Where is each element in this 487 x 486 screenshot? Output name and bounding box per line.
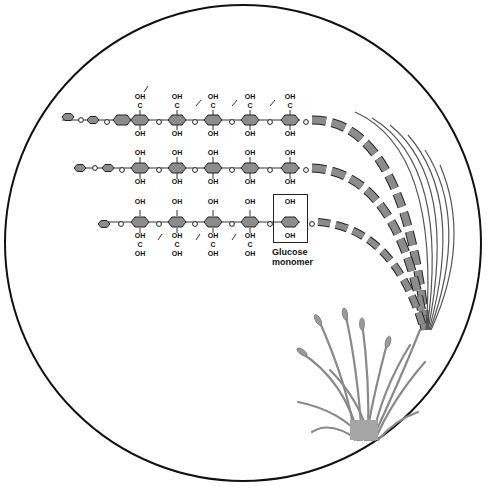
atom-label: OH: [172, 250, 183, 258]
atom-label: C: [174, 102, 179, 110]
atom-label: C: [287, 102, 292, 110]
atom-label: OH: [172, 130, 183, 138]
atom-label: OH: [245, 93, 256, 101]
atom-label: OH: [245, 149, 256, 157]
atom-label: OH: [208, 130, 219, 138]
atom-label: OH: [245, 232, 256, 240]
atom-label: C: [247, 102, 252, 110]
atom-label: OH: [135, 250, 146, 258]
atom-label: OH: [208, 178, 219, 186]
atom-label: C: [174, 241, 179, 249]
atom-label: OH: [208, 250, 219, 258]
atom-label: OH: [172, 93, 183, 101]
atom-label: OH: [135, 198, 146, 206]
atom-label: OH: [285, 149, 296, 157]
monomer-label: Glucose monomer: [272, 247, 324, 267]
atom-label: OH: [285, 130, 296, 138]
atom-label: OH: [245, 198, 256, 206]
atom-label: C: [247, 241, 252, 249]
monomer-box: Glucose monomer: [273, 194, 308, 243]
atom-label: OH: [135, 149, 146, 157]
atom-label: OH: [135, 232, 146, 240]
atom-label: OH: [245, 130, 256, 138]
atom-label: OH: [208, 93, 219, 101]
atom-label: OH: [172, 149, 183, 157]
atom-label: OH: [172, 198, 183, 206]
atom-label: OH: [172, 178, 183, 186]
atom-label: C: [137, 102, 142, 110]
atom-label: C: [210, 102, 215, 110]
atom-label: OH: [245, 178, 256, 186]
atom-label: OH: [285, 198, 296, 206]
atom-label: OH: [285, 178, 296, 186]
atom-label: OH: [208, 149, 219, 157]
atom-label: OH: [135, 93, 146, 101]
atom-label: OH: [245, 250, 256, 258]
frame-circle: [5, 5, 481, 481]
atom-label: C: [210, 241, 215, 249]
atom-label: OH: [285, 232, 296, 240]
atom-label: OH: [285, 93, 296, 101]
atom-label: OH: [208, 198, 219, 206]
atom-label: OH: [135, 178, 146, 186]
atom-label: OH: [208, 232, 219, 240]
atom-label: OH: [135, 130, 146, 138]
atom-label: OH: [172, 232, 183, 240]
atom-label: C: [137, 241, 142, 249]
